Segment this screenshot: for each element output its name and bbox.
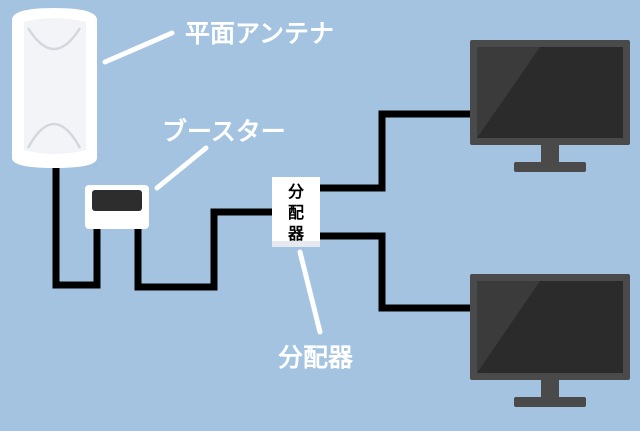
tv-top-glare: [477, 47, 540, 138]
tv-bottom-neck: [541, 380, 559, 398]
callout-splitter: [297, 249, 323, 335]
splitter-box-label-line-2: 配: [288, 203, 304, 222]
antenna-lower-arc: [26, 122, 82, 149]
cable-booster-to-splitter: [134, 208, 274, 291]
booster-label: ブースター: [162, 117, 286, 146]
splitter-box: 分 配 器: [272, 177, 320, 247]
tv-top-neck: [541, 145, 559, 163]
callout-lines: [102, 30, 323, 335]
tv-bottom-glare: [477, 281, 540, 373]
splitter-body: [272, 177, 320, 247]
antenna-panel-shade: [24, 18, 86, 154]
tv-bottom-stand: [514, 397, 586, 407]
antenna-upper-arc: [26, 27, 82, 51]
booster-display: [92, 190, 142, 211]
cable-splitter-to-tv-top: [318, 110, 472, 192]
antenna-label: 平面アンテナ: [185, 19, 334, 48]
splitter-box-label-line-3: 器: [287, 224, 305, 243]
callout-booster: [154, 145, 209, 191]
cable-splitter-to-tv-bottom: [318, 232, 472, 312]
booster: [85, 185, 149, 229]
cables: [52, 110, 472, 312]
cable-antenna-to-booster: [52, 168, 101, 289]
tv-top: [470, 40, 630, 172]
tv-top-stand: [514, 162, 586, 172]
splitter-edge-shade: [272, 241, 320, 247]
flat-antenna: [12, 8, 97, 168]
splitter-label: 分配器: [278, 343, 354, 372]
callout-antenna: [102, 30, 175, 65]
splitter-box-label-line-1: 分: [288, 182, 304, 201]
tv-bottom: [470, 274, 630, 407]
